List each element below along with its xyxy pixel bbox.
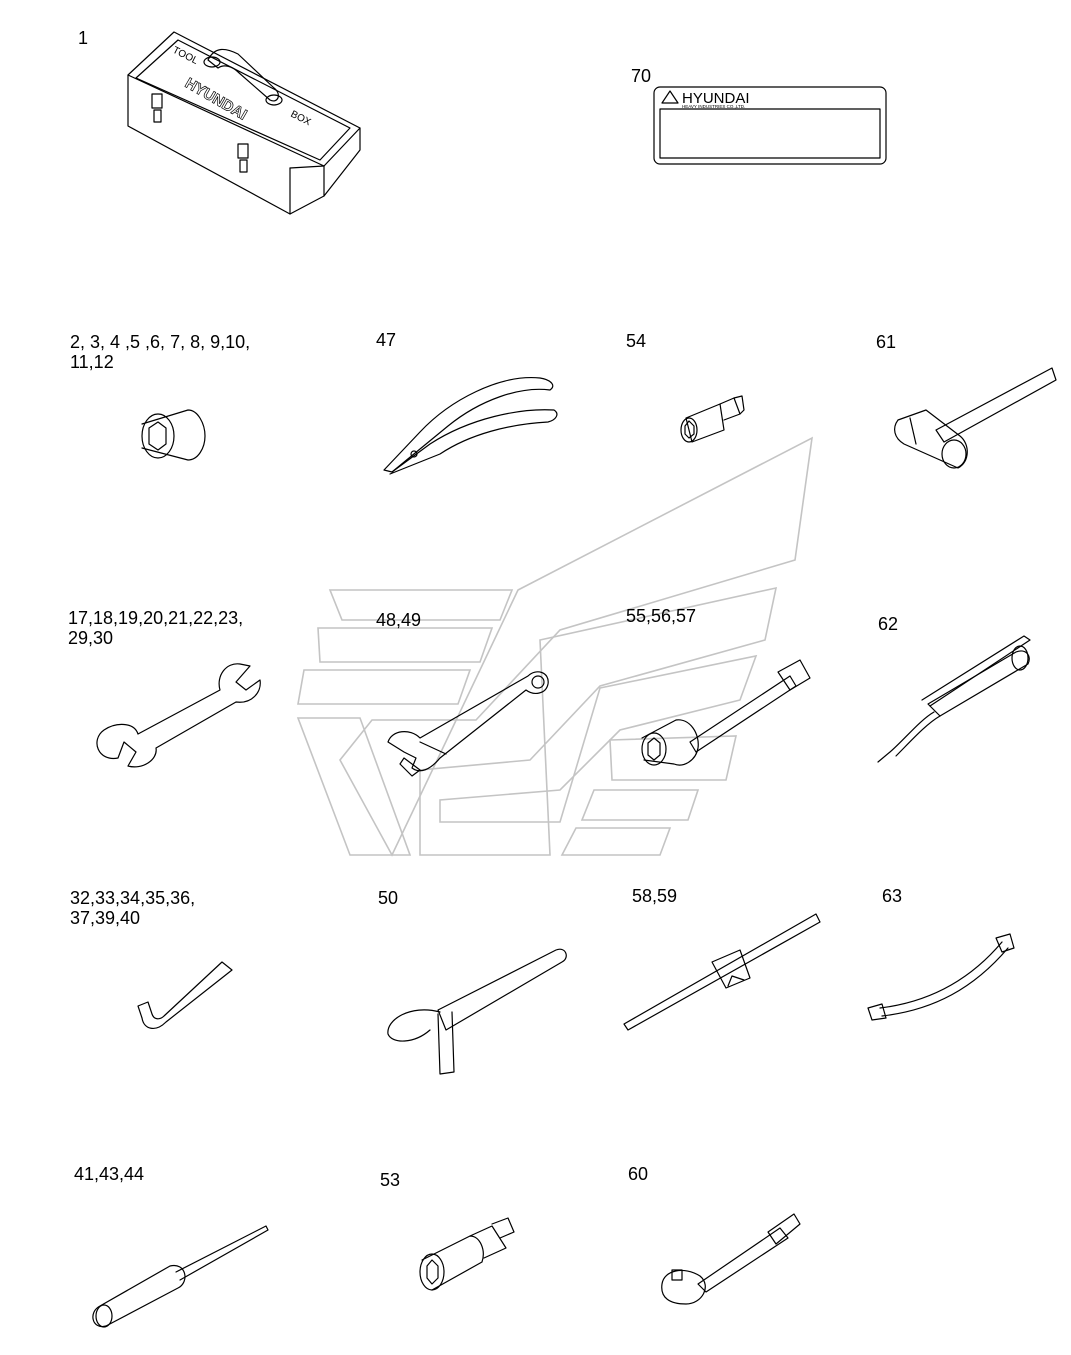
callout-adapter: 54	[626, 331, 647, 351]
toolbox-illustration: TOOL BOX HYUNDAI	[127, 31, 361, 215]
grease-gun-illustration	[877, 635, 1031, 763]
hex-key-illustration	[137, 961, 233, 1029]
universal-joint-illustration	[419, 1217, 515, 1291]
callout-t-handle: 58,59	[632, 886, 678, 906]
watermark-logo	[296, 436, 814, 857]
filter-wrench-illustration	[387, 948, 567, 1075]
ratchet-illustration	[661, 1213, 801, 1305]
toolbox-lid-text-left: TOOL	[171, 45, 200, 67]
callout-universal-joint: 53	[380, 1170, 401, 1190]
hammer-illustration	[894, 367, 1057, 469]
callout-extension-bar: 55,56,57	[626, 606, 697, 626]
callout-adjustable-wrench: 48,49	[376, 610, 422, 630]
callout-hammer: 61	[876, 332, 897, 352]
callout-hex-key: 32,33,34,35,36, 37,39,40	[70, 888, 196, 928]
plate-brand: HYUNDAI	[682, 90, 750, 107]
callout-toolbox: 1	[78, 28, 89, 48]
socket-illustration	[141, 409, 206, 461]
callout-pliers: 47	[376, 330, 397, 350]
t-handle-illustration	[623, 913, 821, 1031]
extension-bar-illustration	[641, 659, 811, 766]
callout-screwdriver: 41,43,44	[74, 1164, 145, 1184]
callout-plate: 70	[631, 66, 652, 86]
spanner-illustration	[96, 663, 261, 768]
callout-spanner: 17,18,19,20,21,22,23, 29,30	[68, 608, 244, 648]
callout-grease-gun: 62	[878, 614, 899, 634]
callout-socket: 2, 3, 4 ,5 ,6, 7, 8, 9,10, 11,12	[70, 332, 251, 372]
adapter-illustration	[680, 395, 745, 443]
pliers-illustration	[383, 377, 558, 475]
adjustable-wrench-illustration	[387, 671, 549, 777]
callout-grease-hose: 63	[882, 886, 903, 906]
callout-filter-wrench: 50	[378, 888, 399, 908]
grease-hose-illustration	[867, 933, 1015, 1021]
plate-subtitle: HEAVY INDUSTRIES CO.,LTD.	[682, 104, 745, 109]
toolbox-lid-text-right: BOX	[289, 109, 313, 129]
callout-ratchet: 60	[628, 1164, 649, 1184]
screwdriver-illustration	[92, 1225, 269, 1328]
name-plate-illustration: HYUNDAI HEAVY INDUSTRIES CO.,LTD.	[653, 86, 887, 165]
